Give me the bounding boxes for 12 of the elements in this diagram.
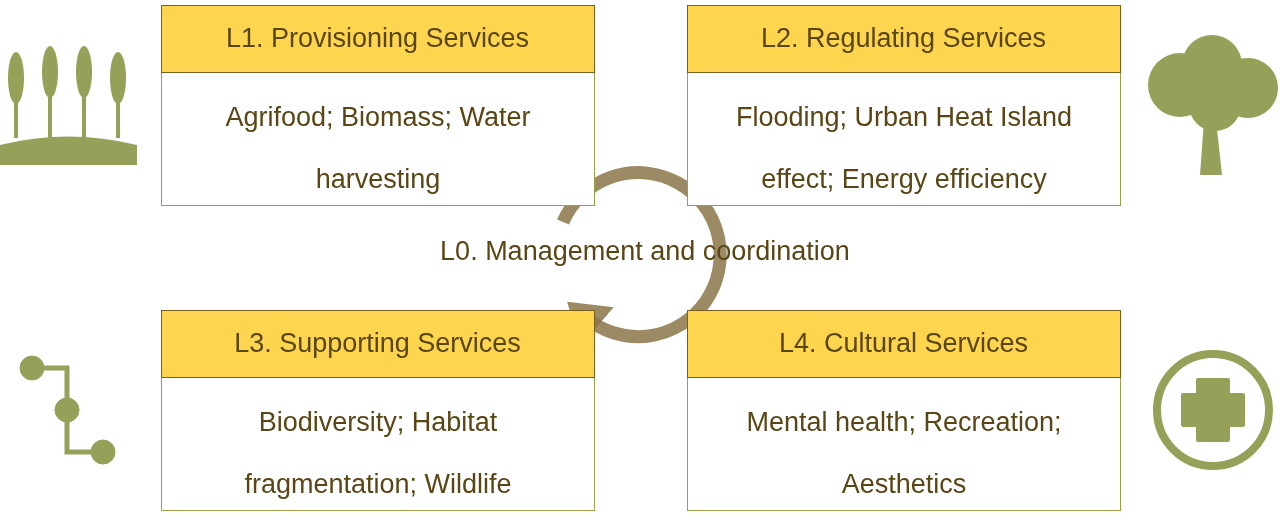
card-title: L3. Supporting Services <box>160 309 595 378</box>
card-text: Agrifood; Biomass; Water harvesting <box>224 101 532 196</box>
card-title: L2. Regulating Services <box>686 4 1121 73</box>
service-card <box>687 5 1121 206</box>
service-card <box>161 5 595 206</box>
card-text: Biodiversity; Habitat fragmentation; Wildlife <box>243 406 513 501</box>
service-card <box>687 310 1121 511</box>
service-card <box>161 310 595 511</box>
card-title: L4. Cultural Services <box>686 309 1121 378</box>
card-text: Mental health; Recreation; Aesthetics <box>745 406 1063 501</box>
card-title: L1. Provisioning Services <box>160 4 595 73</box>
card-text: Flooding; Urban Heat Island effect; Energy efficiency <box>734 101 1074 196</box>
